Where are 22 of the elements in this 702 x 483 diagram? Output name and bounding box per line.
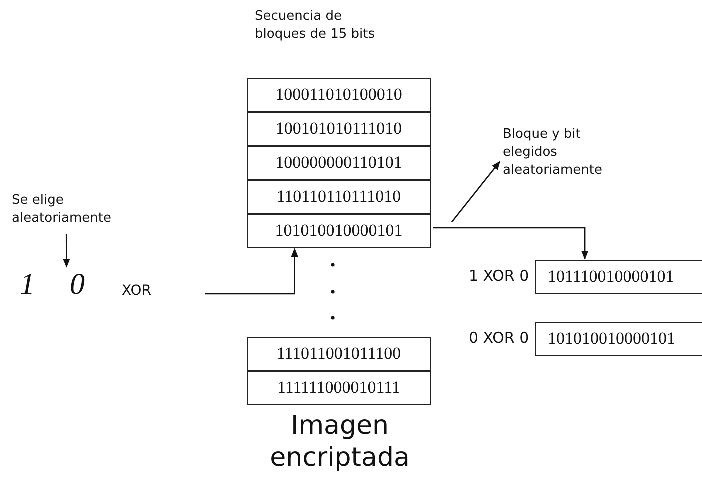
heading-text: Secuencia de bloques de 15 bits <box>255 8 376 44</box>
bit-block-cell: 111111000010111 <box>247 371 431 405</box>
bit-block-cell: 110110110111010 <box>247 180 431 214</box>
operation-label: 0 XOR 0 <box>469 329 530 347</box>
bit-block-cell: 101010010000101 <box>247 214 431 248</box>
arrow <box>63 234 70 268</box>
annotation-text: Se elige aleatoriamente <box>12 192 142 228</box>
bit-block-cell: 111011001011100 <box>247 337 431 371</box>
bit-block-cell: 100101010111010 <box>247 112 431 146</box>
arrow <box>452 161 501 223</box>
operation-label: 1 XOR 0 <box>469 267 530 285</box>
arrow <box>205 248 298 295</box>
bit-block-cell: 100011010100010 <box>247 78 431 112</box>
arrow <box>433 227 589 260</box>
bit-value: 0 <box>70 268 85 302</box>
bit-block-cell: 100000000110101 <box>247 146 431 180</box>
operator-label: XOR <box>122 282 172 306</box>
bit-value: 1 <box>20 268 35 302</box>
caption-text: Imagen encriptada <box>270 410 410 474</box>
bit-block-cell: 101010010000101 <box>535 322 702 356</box>
annotation-text: Bloque y bit elegidos aleatoriamente <box>503 126 633 182</box>
bit-block-cell: 101110010000101 <box>535 260 702 294</box>
